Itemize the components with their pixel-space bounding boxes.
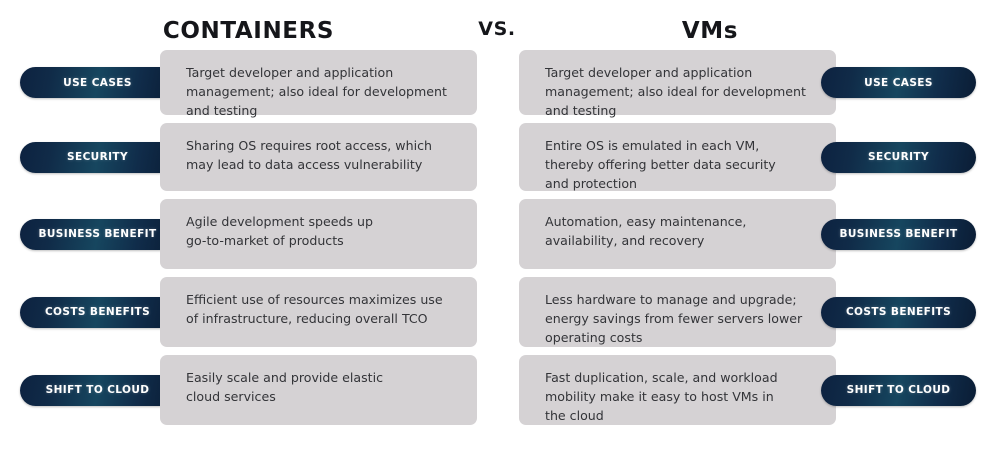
containers-card-use-cases: Target developer and application managem…	[160, 50, 477, 118]
category-pill-label: BUSINESS BENEFIT	[839, 228, 958, 240]
vms-card-text: Less hardware to manage and upgrade; ene…	[545, 292, 803, 345]
category-pill-label: COSTS BENEFITS	[44, 306, 151, 318]
category-pill-left-costs-benefits[interactable]: COSTS BENEFITS	[20, 296, 175, 328]
comparison-row: SHIFT TO CLOUD Easily scale and provide e…	[0, 355, 994, 425]
category-pill-label: USE CASES	[864, 76, 933, 89]
category-pill-label: SECURITY	[868, 151, 929, 163]
containers-card-text: Agile development speeds up go-to-market…	[186, 214, 374, 248]
containers-card-costs-benefits: Efficient use of resources maximizes use…	[160, 277, 477, 347]
comparison-row: COSTS BENEFITS Efficient use of resources…	[0, 277, 994, 347]
category-pill-left-security[interactable]: SECURITY	[20, 141, 175, 173]
column-title-vms: VMs	[681, 18, 739, 44]
vms-card-business-benefit: Automation, easy maintenance, availabili…	[519, 199, 836, 269]
category-pill-left-use-cases[interactable]: USE CASES	[20, 67, 175, 98]
vms-card-text: Fast duplication, scale, and workload mo…	[545, 370, 778, 423]
category-pill-right-shift-to-cloud[interactable]: SHIFT TO CLOUD	[821, 374, 976, 406]
comparison-row: USE CASES Target developer and applicatio…	[0, 50, 994, 118]
containers-card-text: Target developer and application managem…	[186, 65, 447, 118]
category-pill-label: SHIFT TO CLOUD	[45, 384, 150, 396]
category-pill-label: SHIFT TO CLOUD	[846, 384, 951, 396]
category-pill-left-shift-to-cloud[interactable]: SHIFT TO CLOUD	[20, 374, 175, 406]
vms-card-use-cases: Target developer and application managem…	[519, 50, 836, 118]
column-title-containers: CONTAINERS	[162, 18, 335, 44]
comparison-row: SECURITY Sharing OS requires root access,…	[0, 123, 994, 191]
category-pill-right-business-benefit[interactable]: BUSINESS BENEFIT	[821, 218, 976, 250]
comparison-rows: USE CASES Target developer and applicatio…	[0, 50, 994, 433]
versus-label: VS.	[478, 18, 516, 40]
vms-card-text: Automation, easy maintenance, availabili…	[545, 214, 747, 248]
vms-card-shift-to-cloud: Fast duplication, scale, and workload mo…	[519, 355, 836, 425]
category-pill-right-security[interactable]: SECURITY	[821, 141, 976, 173]
vms-card-text: Entire OS is emulated in each VM, thereb…	[545, 138, 776, 191]
containers-card-text: Sharing OS requires root access, which m…	[186, 138, 432, 172]
category-pill-label: USE CASES	[63, 76, 132, 89]
containers-card-text: Efficient use of resources maximizes use…	[186, 292, 443, 326]
containers-card-security: Sharing OS requires root access, which m…	[160, 123, 477, 191]
category-pill-left-business-benefit[interactable]: BUSINESS BENEFIT	[20, 218, 175, 250]
containers-card-text: Easily scale and provide elastic cloud s…	[186, 370, 384, 404]
category-pill-label: SECURITY	[67, 151, 128, 163]
containers-card-business-benefit: Agile development speeds up go-to-market…	[160, 199, 477, 269]
category-pill-right-use-cases[interactable]: USE CASES	[821, 67, 976, 98]
vms-card-costs-benefits: Less hardware to manage and upgrade; ene…	[519, 277, 836, 347]
category-pill-label: COSTS BENEFITS	[845, 306, 952, 318]
header: CONTAINERS VS. VMs	[0, 12, 994, 50]
vms-card-text: Target developer and application managem…	[545, 65, 806, 118]
category-pill-label: BUSINESS BENEFIT	[38, 228, 157, 240]
comparison-row: BUSINESS BENEFIT Agile development speeds…	[0, 199, 994, 269]
containers-card-shift-to-cloud: Easily scale and provide elastic cloud s…	[160, 355, 477, 425]
category-pill-right-costs-benefits[interactable]: COSTS BENEFITS	[821, 296, 976, 328]
vms-card-security: Entire OS is emulated in each VM, thereb…	[519, 123, 836, 191]
